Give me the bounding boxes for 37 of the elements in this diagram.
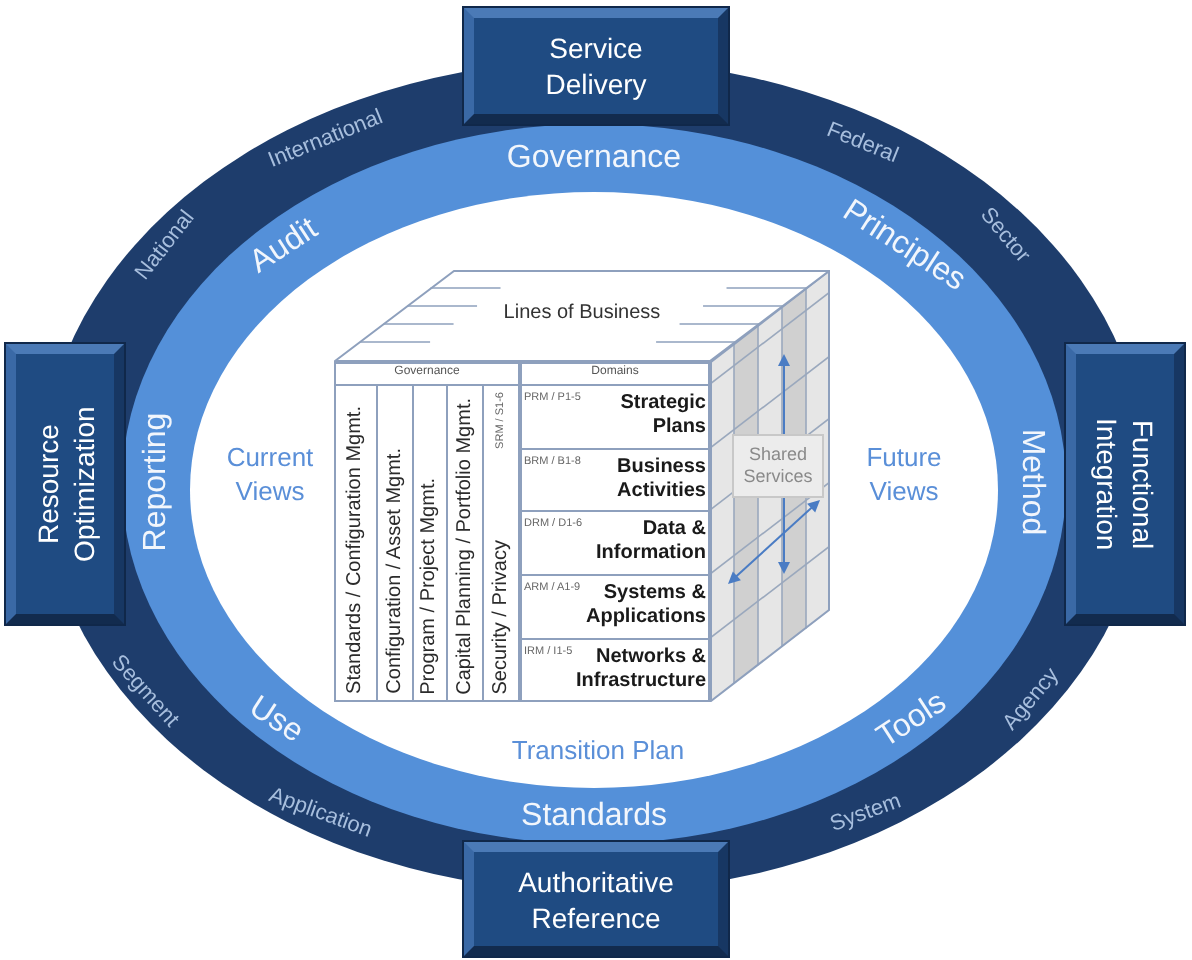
box-label: Resource Optimization xyxy=(29,404,101,566)
ring-label: System xyxy=(827,789,905,839)
layer-label: Systems & Applications xyxy=(585,582,706,630)
box-label: Functional Integration xyxy=(1089,415,1161,555)
vertical-column xyxy=(334,384,378,702)
layer-label: Business Activities xyxy=(617,456,706,504)
plan-label: Transition Plan xyxy=(511,733,685,767)
column-label: Security / Privacy xyxy=(490,539,514,694)
shared-label: Shared Services xyxy=(741,444,815,488)
column-label: Configuration / Asset Mgmt. xyxy=(383,448,407,694)
beveled-box xyxy=(6,344,124,624)
column-label: Standards / Configuration Mgmt. xyxy=(343,406,367,694)
vertical-column xyxy=(378,384,414,702)
beveled-box xyxy=(1066,344,1184,624)
box-label: Authoritative Reference xyxy=(516,863,676,935)
ring-label: Use xyxy=(241,688,311,752)
beveled-box xyxy=(464,8,728,124)
column-label: Program / Project Mgmt. xyxy=(418,477,442,694)
ring-label: Governance xyxy=(506,139,682,177)
beveled-box xyxy=(464,842,728,956)
face-label: Lines of Business xyxy=(503,302,661,326)
ring-label: Reporting xyxy=(137,412,175,552)
column-label: Capital Planning / Portfolio Mgmt. xyxy=(453,397,477,694)
domains-panel xyxy=(520,362,710,702)
view-label: Current Views xyxy=(224,440,316,508)
vertical-column xyxy=(448,384,484,702)
governance-panel xyxy=(334,362,520,702)
layer-label: Data & Information xyxy=(596,518,706,566)
ring-label: Tools xyxy=(870,683,954,757)
vertical-column xyxy=(414,384,448,702)
ring-label: Standards xyxy=(521,797,667,835)
view-label: Future Views xyxy=(864,440,944,508)
ring-label: Method xyxy=(1013,428,1051,536)
layer-label: Networks & Infrastructure xyxy=(575,646,706,694)
box-label: Service Delivery xyxy=(543,30,649,102)
cube-top-face xyxy=(334,270,830,362)
layer-label: Strategic Plans xyxy=(620,392,706,440)
